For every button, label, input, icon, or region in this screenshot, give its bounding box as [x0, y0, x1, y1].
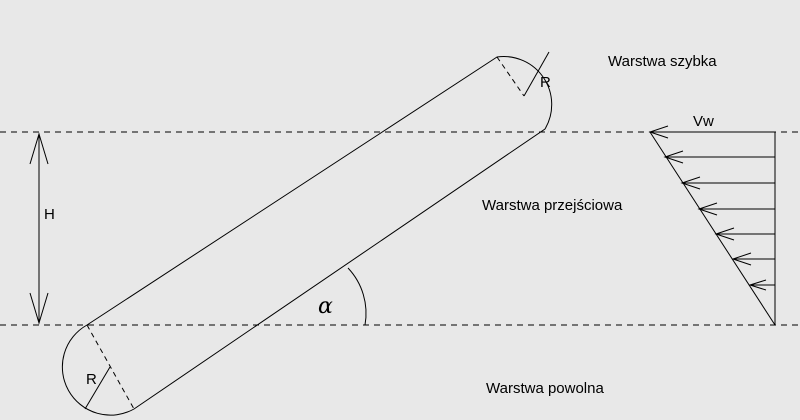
bottom-radius-line — [84, 366, 111, 410]
velocity-profile — [648, 125, 776, 326]
layer-label-slow: Warstwa powolna — [486, 380, 604, 397]
capsule-outline — [61, 56, 553, 416]
angle-arc — [347, 267, 367, 326]
top-radius-label: R — [540, 74, 551, 91]
height-dimension — [29, 132, 49, 325]
angle-label: α — [318, 294, 333, 319]
bottom-radius-label: R — [86, 371, 97, 388]
layer-label-fast: Warstwa szybka — [608, 53, 717, 70]
velocity-label: Vw — [693, 113, 714, 130]
layer-label-transition: Warstwa przejściowa — [482, 197, 623, 214]
bottom-end-diameter — [86, 324, 135, 410]
height-label: H — [44, 206, 55, 223]
top-radius-line — [523, 51, 550, 97]
top-end-diameter — [496, 56, 525, 97]
